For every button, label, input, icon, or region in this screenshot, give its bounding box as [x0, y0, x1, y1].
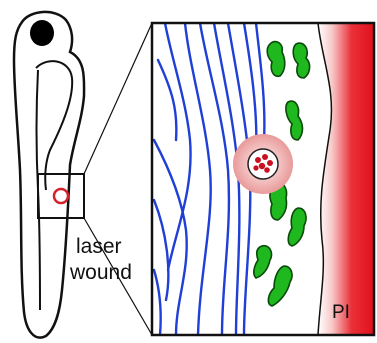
- larva-inner-line: [36, 61, 72, 190]
- laser-wound-label-line1: laser: [76, 235, 122, 258]
- debris-dot: [267, 160, 273, 166]
- eye-icon: [30, 20, 54, 46]
- debris-dot: [253, 165, 258, 170]
- debris-dot: [264, 167, 270, 173]
- connector-top: [84, 23, 152, 174]
- wound-marker-icon: [54, 189, 68, 203]
- laser-wound-label-line2: wound: [69, 261, 132, 284]
- magnified-panel: [152, 23, 374, 335]
- debris-dot: [255, 157, 261, 163]
- larva-outline: [14, 12, 152, 338]
- pi-label: PI: [332, 302, 350, 323]
- debris-dot: [262, 154, 268, 160]
- debris-dot: [259, 163, 265, 169]
